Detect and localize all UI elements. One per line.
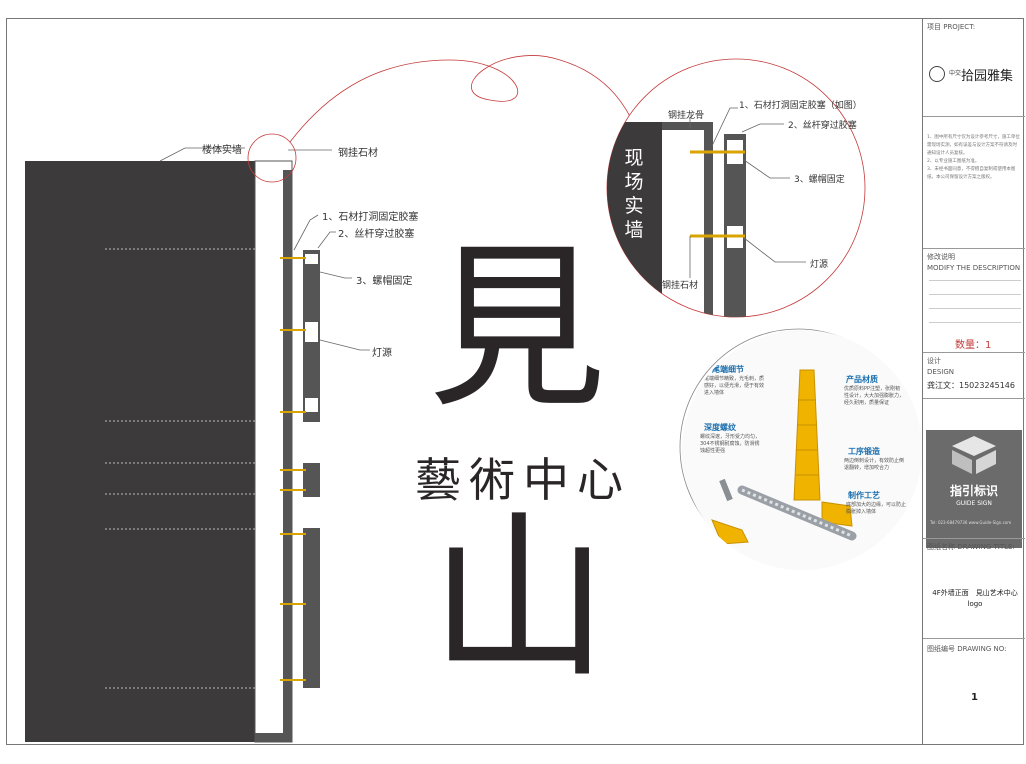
stone-course-lines	[105, 248, 255, 689]
light-patches	[305, 254, 318, 412]
detail-circle-1	[606, 58, 866, 318]
tb-qty: 数量：1	[955, 340, 992, 351]
label-step2: 2、丝杆穿过胶塞	[338, 229, 415, 240]
tb-modify-en: MODIFY THE DESCRIPTION	[927, 264, 1021, 272]
tb-project-logo-text: 拾园雅集	[961, 69, 1014, 84]
anchor-desc-material: 优质原料PP注塑，张刚韧性设计，大大加强膨胀力，经久耐用，质量保证	[844, 386, 905, 406]
wall-inner-channel	[283, 170, 292, 742]
wall-body	[25, 161, 255, 742]
screw-anchors	[280, 257, 306, 681]
anchor-tag-forging: 工序锻造	[848, 447, 880, 456]
tb-drawing-title: 4F外墙正面 見山艺术中心logo	[932, 589, 1018, 608]
logo-subtitle: 藝術中心	[415, 453, 631, 507]
label-detail-step1: 1、石材打洞固定胶塞（如图）	[739, 101, 862, 111]
drawing-area: 楼体实墙 钢挂石材 1、石材打洞固定胶塞 2、丝杆穿过胶塞 3、螺帽固定 灯源 …	[25, 55, 922, 743]
project-logo-icon	[929, 66, 945, 82]
anchor-tag-thread: 深度螺纹	[704, 423, 736, 432]
label-step1: 1、石材打洞固定胶塞	[322, 212, 419, 223]
label-wall-body: 楼体实墙	[202, 145, 242, 156]
letter-section-3	[303, 528, 320, 688]
logo-char-top: 見	[428, 225, 606, 432]
label-detail-keel: 钢挂龙骨	[668, 111, 705, 121]
tb-drawing-no-label: 图纸编号 DRAWING NO:	[927, 645, 1007, 653]
tb-drawing-title-label: 图纸名称 DRAWING TITLE:	[927, 543, 1015, 551]
anchor-desc-forging: 两边倒刺设计，有效防止倒退翻转，增加咬合力	[844, 458, 905, 471]
label-steel-stone: 钢挂石材	[338, 148, 378, 159]
anchor-tag-tail: 尾端细节	[712, 365, 744, 374]
label-detail-step2: 2、丝杆穿过胶塞	[788, 121, 857, 131]
drawing-frame	[6, 18, 1024, 745]
tb-company-en: GUIDE SIGN	[956, 500, 992, 507]
anchor-tag-material: 产品材质	[846, 375, 878, 384]
anchor-illustration	[682, 330, 922, 570]
tb-note-1: 1、图中所有尺寸仅为设计参考尺寸，施工单位需现场实测，如有误差与设计方案不符请及…	[927, 135, 1020, 156]
tb-drawing-no: 1	[971, 692, 978, 703]
tb-design-en: DESIGN	[927, 368, 954, 376]
anchor-product-detail: 尾端细节 尾端细节精致，光毛刺，质感好，以便光滑，便于有效进入墙体 产品材质 优…	[682, 330, 922, 570]
tb-project-logo-small: 中交	[949, 70, 962, 77]
tb-design-label: 设计	[927, 357, 941, 365]
letter-section-2	[303, 463, 320, 497]
tb-company-panel: 指引标识 GUIDE SIGN Tel: 023-68479736 www.Gu…	[926, 430, 1022, 548]
label-site-wall: 现场实墙	[624, 147, 644, 241]
tb-note-3: 3、未经书面同意，不得擅自复制或使用本图纸，本公司保留设计方案之版权。	[927, 167, 1016, 180]
title-block: 项目 PROJECT: 中交 拾园雅集 1、图中所有尺寸仅为设计参考尺寸，施工单…	[922, 18, 1025, 745]
tb-notes: 1、图中所有尺寸仅为设计参考尺寸，施工单位需现场实测，如有误差与设计方案不符请及…	[927, 134, 1021, 182]
label-detail-light: 灯源	[810, 260, 829, 270]
tb-company-contact: Tel: 023-68479736 www.Guide-Sign.com	[930, 520, 1012, 525]
tb-project-logo: 中交 拾园雅集	[929, 64, 1021, 84]
detail-callout-curve	[247, 55, 641, 183]
elevation-svg	[25, 55, 917, 743]
tb-project-label: 项目 PROJECT:	[927, 23, 976, 31]
tb-designer: 龚江文：15023245146	[927, 381, 1015, 390]
anchor-desc-thread: 螺纹深邃，牙形受力均匀，304不锈钢耐腐蚀，防滑锈蚀超性更强	[700, 434, 761, 454]
label-light: 灯源	[372, 348, 392, 359]
tb-modify-label: 修改说明	[927, 253, 955, 261]
tb-company-cn: 指引标识	[949, 484, 998, 498]
leader-lines	[159, 147, 370, 351]
wall-bottom-band	[255, 733, 292, 742]
anchor-desc-tail: 尾端细节精致，光毛刺，质感好，以便光滑，便于有效进入墙体	[704, 376, 765, 396]
company-logo-icon	[952, 436, 996, 474]
label-detail-stone: 钢挂石材	[662, 281, 699, 291]
label-step3: 3、螺帽固定	[356, 276, 413, 287]
label-detail-step3: 3、螺帽固定	[794, 175, 845, 185]
logo-char-bottom: 山	[430, 495, 608, 702]
anchor-desc-craft: 底部加大的边缘，可以防止膨胀掉入墙体	[846, 502, 907, 515]
anchor-tag-craft: 制作工艺	[848, 491, 880, 500]
tb-note-2: 2、以专业施工图纸为准。	[927, 159, 980, 164]
